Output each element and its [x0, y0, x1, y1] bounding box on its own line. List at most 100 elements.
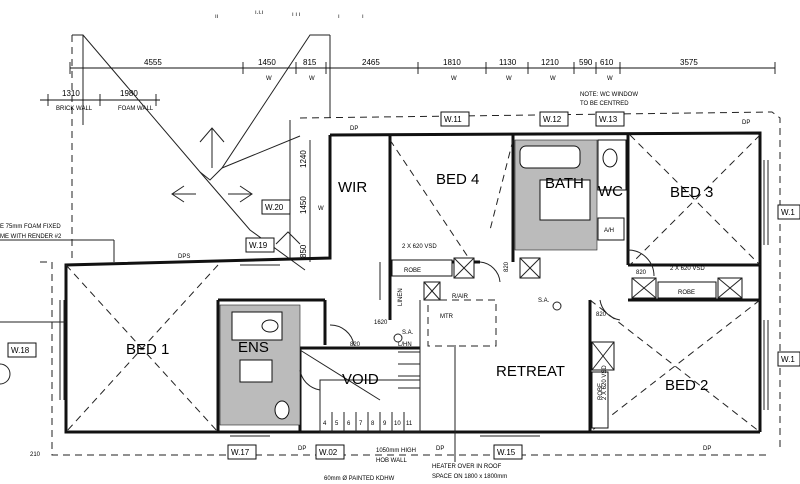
fixture-labels: ROBE ROBE ROBE LINEN L/HN R/AIR MTR S.A.…	[178, 120, 750, 452]
note-wc-window: NOTE: WC WINDOW	[580, 92, 638, 98]
svg-text:DP: DP	[298, 446, 306, 452]
svg-text:210: 210	[30, 452, 41, 458]
window-tag-w18: W.18	[11, 346, 30, 355]
w-mark: W	[550, 76, 556, 82]
dimension-string-vertical: 1240 1450 850 W	[299, 140, 324, 262]
dim-label-brick: BRICK WALL	[56, 106, 93, 112]
svg-text:820: 820	[636, 270, 647, 276]
dim-1210: 1210	[541, 58, 559, 67]
svg-text:ı.ı.ı: ı.ı.ı	[255, 10, 264, 16]
svg-text:820: 820	[504, 261, 510, 272]
w-mark: W	[451, 76, 457, 82]
svg-text:10: 10	[394, 421, 401, 427]
svg-text:2 X 620 VSD: 2 X 620 VSD	[602, 365, 608, 400]
room-bed3: BED 3	[670, 184, 713, 201]
dim-3575: 3575	[680, 58, 698, 67]
dim-1310: 1310	[62, 89, 80, 98]
svg-text:7: 7	[359, 421, 363, 427]
dim-1450: 1450	[258, 58, 276, 67]
dim-4555: 4555	[144, 58, 162, 67]
svg-text:9: 9	[383, 421, 387, 427]
w-mark: W	[266, 76, 272, 82]
svg-text:L/HN: L/HN	[398, 342, 412, 348]
svg-text:ı: ı	[338, 14, 340, 20]
svg-text:1620: 1620	[374, 320, 388, 326]
svg-text:820: 820	[596, 312, 607, 318]
svg-text:ROBE: ROBE	[404, 268, 421, 274]
window-tag-right-mid: W.1	[781, 355, 795, 364]
svg-text:ME WITH RENDER #2: ME WITH RENDER #2	[0, 234, 62, 240]
svg-text:ROBE: ROBE	[678, 290, 695, 296]
svg-text:4: 4	[323, 421, 327, 427]
svg-text:SPACE ON 1800 x 1800mm: SPACE ON 1800 x 1800mm	[432, 474, 507, 480]
window-tag-w20: W.20	[265, 203, 284, 212]
svg-text:R/AIR: R/AIR	[452, 294, 469, 300]
room-wir: WIR	[338, 179, 367, 196]
door-dims: 2 X 620 VSD 2 X 620 VSD 2 X 620 VSD 1620…	[30, 244, 705, 458]
svg-text:1050mm HIGH: 1050mm HIGH	[376, 448, 416, 454]
header-fragment: ıı ı.ı.ı ı ı ı ı ı	[215, 10, 364, 20]
svg-text:DPS: DPS	[178, 254, 190, 260]
room-bed4: BED 4	[436, 171, 479, 188]
svg-text:8: 8	[371, 421, 375, 427]
doors	[299, 249, 655, 391]
svg-text:ı: ı	[362, 14, 364, 20]
svg-text:2 X 620 VSD: 2 X 620 VSD	[670, 266, 705, 272]
room-ens: ENS	[238, 339, 269, 356]
window-tag-w13: W.13	[599, 115, 618, 124]
svg-text:2 X 620 VSD: 2 X 620 VSD	[402, 244, 437, 250]
svg-text:ı ı ı: ı ı ı	[292, 12, 301, 18]
svg-text:HEATER OVER IN ROOF: HEATER OVER IN ROOF	[432, 464, 502, 470]
svg-text:ROBE: ROBE	[598, 383, 604, 400]
svg-text:S.A.: S.A.	[402, 330, 414, 336]
room-bath: BATH	[545, 175, 584, 192]
dim-590: 590	[579, 58, 593, 67]
svg-text:DP: DP	[350, 126, 358, 132]
svg-text:E 75mm FOAM FIXED: E 75mm FOAM FIXED	[0, 224, 61, 230]
dim-1810: 1810	[443, 58, 461, 67]
room-labels: WIR BED 4 BATH WC BED 3 BED 1 ENS VOID R…	[126, 171, 713, 394]
svg-text:60mm Ø PAINTED KDHW: 60mm Ø PAINTED KDHW	[324, 476, 395, 482]
dim-label-foam: FOAM WALL	[118, 106, 154, 112]
svg-text:850: 850	[299, 244, 308, 258]
svg-text:6: 6	[347, 421, 351, 427]
roof-arrows	[171, 127, 301, 245]
bath-fixtures	[514, 139, 627, 251]
dim-1980: 1980	[120, 89, 138, 98]
w-mark: W	[506, 76, 512, 82]
window-tag-right-top: W.1	[781, 208, 795, 217]
window-glazing	[59, 160, 769, 437]
svg-text:DP: DP	[436, 446, 444, 452]
dim-2465: 2465	[362, 58, 380, 67]
bottom-notes: 1050mm HIGH HOB WALL 60mm Ø PAINTED KDHW…	[324, 345, 507, 482]
window-tag-w12: W.12	[543, 115, 562, 124]
svg-text:5: 5	[335, 421, 339, 427]
room-void: VOID	[342, 371, 379, 388]
svg-text:11: 11	[406, 421, 413, 427]
window-tag-w15: W.15	[497, 448, 516, 457]
svg-text:A/H: A/H	[604, 228, 614, 234]
svg-text:820: 820	[350, 342, 361, 348]
note-to-be-centred: TO BE CENTRED	[580, 101, 629, 107]
svg-text:LINEN: LINEN	[398, 288, 404, 306]
svg-text:DP: DP	[742, 120, 750, 126]
svg-text:HOB WALL: HOB WALL	[376, 458, 407, 464]
room-bed1: BED 1	[126, 341, 169, 358]
window-tag-w19: W.19	[249, 241, 268, 250]
dim-610: 610	[600, 58, 614, 67]
ensuite-fixtures	[219, 304, 301, 426]
dim-1130: 1130	[499, 58, 517, 67]
svg-text:1450: 1450	[299, 196, 308, 214]
dimension-string-top: 4555 1450 815 2465 1810 1130 1210 590 61…	[40, 58, 776, 112]
room-retreat: RETREAT	[496, 363, 565, 380]
robes	[391, 257, 743, 429]
room-wc: WC	[598, 183, 623, 200]
window-tag-w17: W.17	[231, 448, 250, 457]
roof-outline	[40, 34, 781, 456]
svg-text:1240: 1240	[299, 150, 308, 168]
foam-note: E 75mm FOAM FIXED ME WITH RENDER #2	[0, 224, 115, 262]
window-tags: W.11 W.12 W.13 W.20 W.19 W.18 W.17 W.02 …	[7, 111, 800, 460]
window-tag-w11: W.11	[444, 115, 462, 124]
svg-text:DP: DP	[703, 446, 711, 452]
